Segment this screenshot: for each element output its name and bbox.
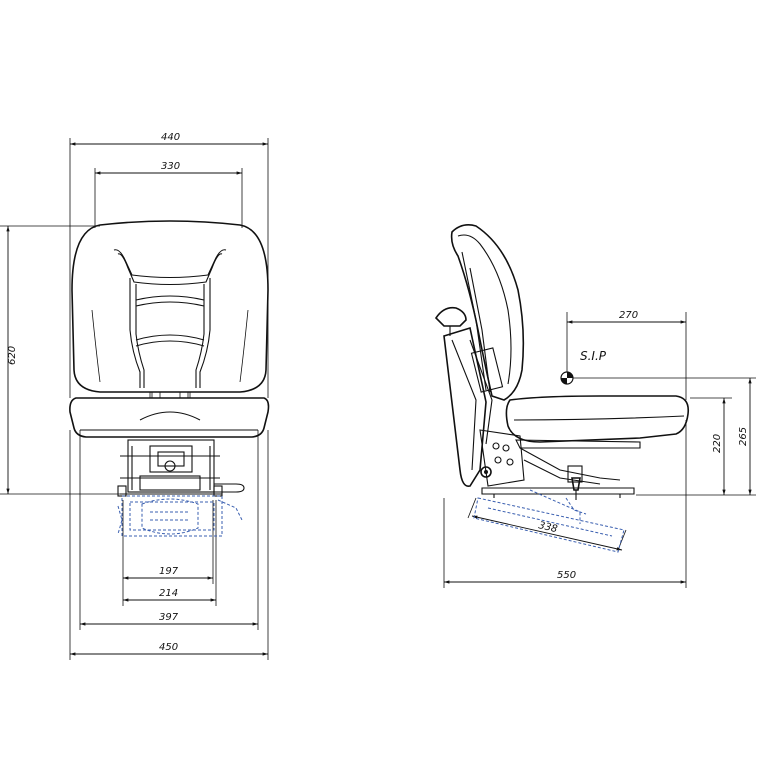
backrest-adjust-knob-side: [434, 306, 467, 336]
front-view: 440 330 620 197 214 397 450: [0, 132, 270, 660]
front-dimension-lines: [6, 142, 268, 656]
dim-197: 197: [159, 566, 179, 577]
side-extension-lines: [443, 312, 756, 588]
dim-450: 450: [159, 642, 178, 653]
backrest-side: [450, 224, 525, 401]
side-dimension-lines: [444, 320, 752, 584]
dim-550: 550: [557, 570, 576, 581]
backrest-front: [71, 220, 269, 393]
suspension-front: [117, 439, 245, 497]
front-extension-lines: [0, 138, 269, 660]
dim-270: 270: [619, 310, 638, 321]
dim-214: 214: [159, 588, 178, 599]
dim-338: 338: [537, 520, 558, 535]
dim-440: 440: [161, 132, 180, 143]
dim-220: 220: [712, 434, 723, 453]
slide-dashed-side: [473, 489, 625, 553]
frame-side: [443, 326, 525, 487]
dim-265: 265: [738, 427, 749, 446]
sip-point-marker: [560, 371, 574, 385]
sip-label: S.I.P: [580, 349, 607, 363]
cushion-side: [505, 395, 690, 449]
dim-330: 330: [161, 161, 180, 172]
dim-397: 397: [159, 612, 179, 623]
cushion-front: [69, 391, 270, 438]
side-view: 270 S.I.P 220 265 338 550: [434, 224, 756, 588]
suspension-dashed-front: [117, 495, 243, 537]
dim-620: 620: [7, 346, 18, 365]
suspension-side: [481, 447, 635, 500]
